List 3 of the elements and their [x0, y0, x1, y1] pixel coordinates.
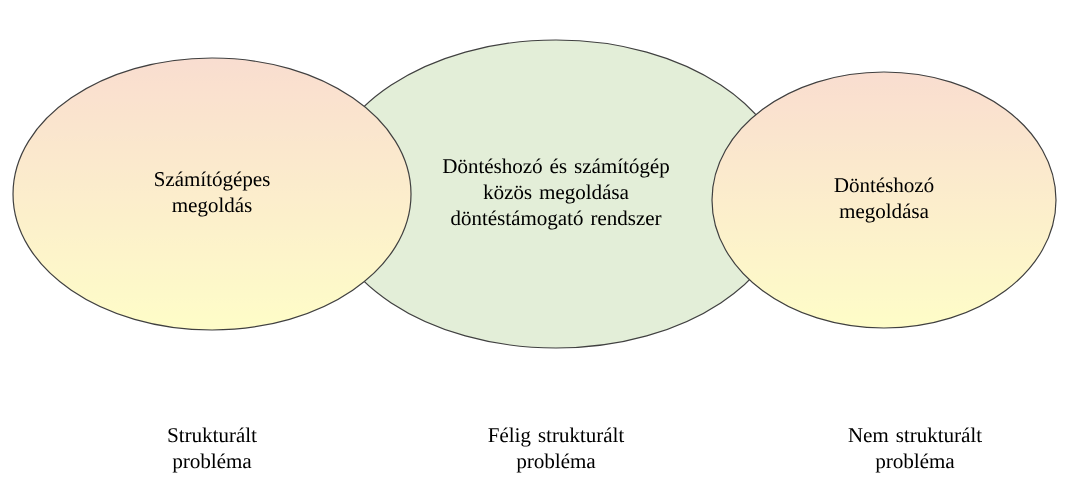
- category-label: Nem strukturált probléma: [848, 427, 982, 473]
- category-label: Strukturált probléma: [168, 427, 257, 473]
- category-label: Félig strukturált probléma: [488, 427, 625, 473]
